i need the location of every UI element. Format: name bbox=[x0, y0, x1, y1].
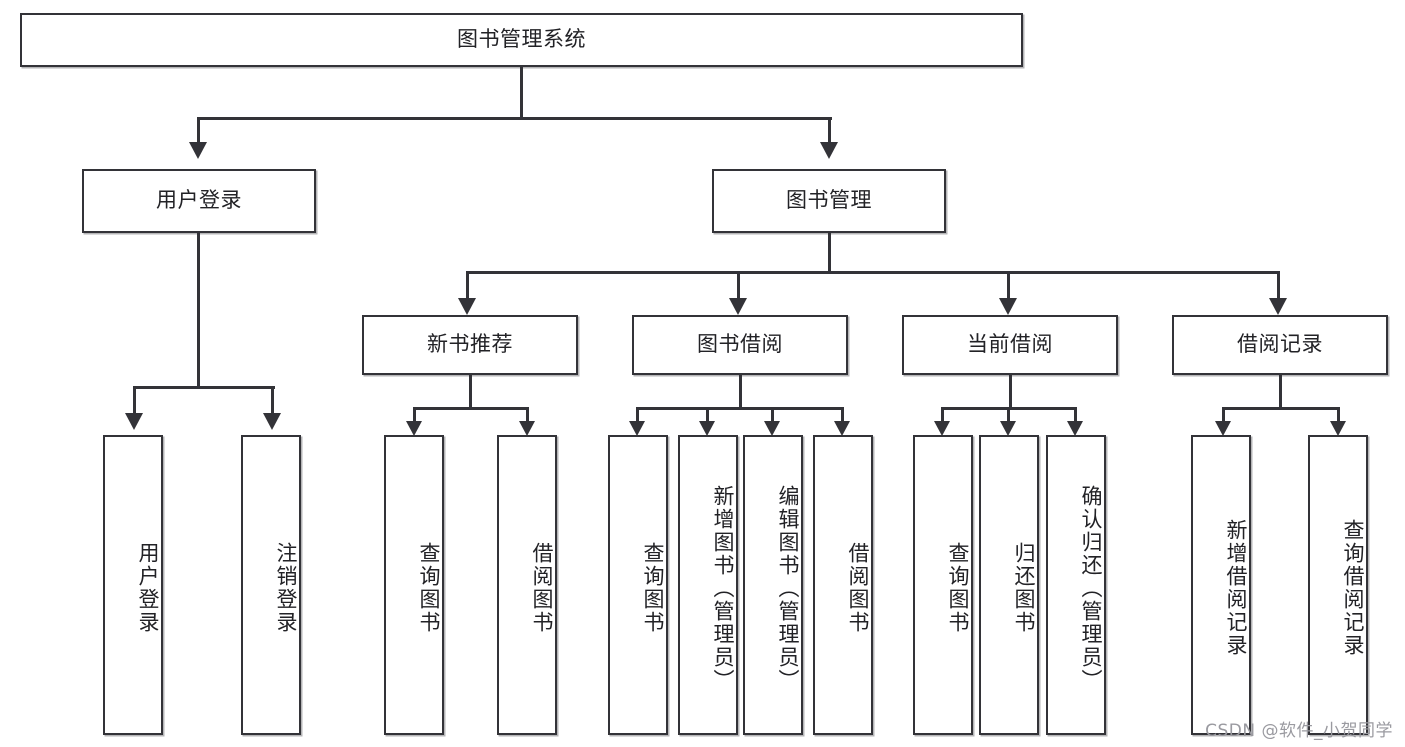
connector-root-bus bbox=[198, 117, 832, 120]
connector-new-book-bus bbox=[413, 407, 529, 410]
node-root-book-management-system[interactable]: 图书管理系统 bbox=[20, 13, 1023, 67]
node-book-management[interactable]: 图书管理 bbox=[712, 169, 946, 233]
node-label: 查询图书 bbox=[641, 542, 665, 634]
node-new-book-recommend[interactable]: 新书推荐 bbox=[362, 315, 578, 375]
connector-bm-branch-1 bbox=[466, 271, 469, 300]
connector-bm-branch-4 bbox=[1277, 271, 1280, 300]
arrow-root-to-user-login bbox=[189, 142, 207, 159]
leaf-logout[interactable]: 注销登录 bbox=[241, 435, 301, 735]
node-label: 查询借阅记录 bbox=[1341, 519, 1365, 657]
connector-user-login-stem bbox=[197, 233, 200, 388]
arrow-to-leaf-cb-confirm-return bbox=[1067, 421, 1083, 436]
connector-borrow-record-stem bbox=[1279, 375, 1282, 409]
connector-user-login-branch-2 bbox=[271, 386, 274, 415]
node-user-login[interactable]: 用户登录 bbox=[82, 169, 316, 233]
connector-book-borrow-bus bbox=[636, 407, 844, 410]
arrow-to-leaf-user-login bbox=[125, 413, 143, 430]
node-label: 查询图书 bbox=[417, 542, 441, 634]
leaf-cb-query-book[interactable]: 查询图书 bbox=[913, 435, 973, 735]
node-borrow-record[interactable]: 借阅记录 bbox=[1172, 315, 1388, 375]
node-current-borrow[interactable]: 当前借阅 bbox=[902, 315, 1118, 375]
connector-root-to-user-login bbox=[197, 117, 200, 144]
arrow-to-leaf-bb-add-book bbox=[699, 421, 715, 436]
arrow-to-leaf-br-add-record bbox=[1215, 421, 1231, 436]
connector-bb-branch-3 bbox=[771, 407, 774, 423]
leaf-nb-borrow-book[interactable]: 借阅图书 bbox=[497, 435, 557, 735]
connector-cb-branch-1 bbox=[941, 407, 944, 423]
leaf-br-query-record[interactable]: 查询借阅记录 bbox=[1308, 435, 1368, 735]
arrow-to-book-borrow bbox=[729, 298, 747, 315]
connector-user-login-bus bbox=[133, 386, 275, 389]
node-label: 编辑图书（管理员） bbox=[776, 484, 800, 692]
connector-bm-branch-3 bbox=[1007, 271, 1010, 300]
node-label: 查询图书 bbox=[946, 542, 970, 634]
leaf-bb-query-book[interactable]: 查询图书 bbox=[608, 435, 668, 735]
arrow-to-leaf-bb-query-book bbox=[629, 421, 645, 436]
node-label: 用户登录 bbox=[136, 542, 160, 634]
node-label: 图书借阅 bbox=[697, 332, 783, 357]
arrow-to-leaf-nb-borrow-book bbox=[519, 421, 535, 436]
connector-root-to-book-management bbox=[828, 117, 831, 144]
node-label: 借阅记录 bbox=[1237, 332, 1323, 357]
node-label: 新增借阅记录 bbox=[1224, 519, 1248, 657]
connector-bm-branch-2 bbox=[737, 271, 740, 300]
connector-book-borrow-stem bbox=[739, 375, 742, 409]
leaf-bb-add-book[interactable]: 新增图书（管理员） bbox=[678, 435, 738, 735]
arrow-root-to-book-management bbox=[820, 142, 838, 159]
node-book-borrow[interactable]: 图书借阅 bbox=[632, 315, 848, 375]
leaf-nb-query-book[interactable]: 查询图书 bbox=[384, 435, 444, 735]
leaf-bb-borrow-book[interactable]: 借阅图书 bbox=[813, 435, 873, 735]
arrow-to-leaf-cb-query-book bbox=[934, 421, 950, 436]
node-label: 用户登录 bbox=[156, 188, 242, 213]
node-label: 新增图书（管理员） bbox=[711, 484, 735, 692]
connector-new-book-branch-2 bbox=[526, 407, 529, 423]
node-label: 注销登录 bbox=[274, 542, 298, 634]
arrow-to-new-book-recommend bbox=[458, 298, 476, 315]
connector-new-book-stem bbox=[469, 375, 472, 409]
node-label: 图书管理系统 bbox=[457, 27, 586, 52]
leaf-bb-edit-book[interactable]: 编辑图书（管理员） bbox=[743, 435, 803, 735]
arrow-to-leaf-cb-return-book bbox=[1000, 421, 1016, 436]
arrow-to-leaf-bb-edit-book bbox=[764, 421, 780, 436]
connector-br-branch-2 bbox=[1337, 407, 1340, 423]
connector-book-management-bus bbox=[466, 271, 1280, 274]
connector-bb-branch-1 bbox=[636, 407, 639, 423]
arrow-to-leaf-br-query-record bbox=[1330, 421, 1346, 436]
arrow-to-borrow-record bbox=[1269, 298, 1287, 315]
connector-book-management-stem bbox=[828, 233, 831, 273]
arrow-to-leaf-nb-query-book bbox=[406, 421, 422, 436]
connector-new-book-branch-1 bbox=[413, 407, 416, 423]
connector-bb-branch-4 bbox=[841, 407, 844, 423]
node-label: 借阅图书 bbox=[530, 542, 554, 634]
connector-br-branch-1 bbox=[1222, 407, 1225, 423]
leaf-br-add-record[interactable]: 新增借阅记录 bbox=[1191, 435, 1251, 735]
node-label: 归还图书 bbox=[1012, 542, 1036, 634]
connector-user-login-branch-1 bbox=[133, 386, 136, 415]
connector-bb-branch-2 bbox=[706, 407, 709, 423]
node-label: 图书管理 bbox=[786, 188, 872, 213]
leaf-cb-confirm-return[interactable]: 确认归还（管理员） bbox=[1046, 435, 1106, 735]
connector-current-borrow-stem bbox=[1009, 375, 1012, 409]
connector-borrow-record-bus bbox=[1222, 407, 1340, 410]
connector-root-stem bbox=[520, 67, 523, 119]
arrow-to-leaf-bb-borrow-book bbox=[834, 421, 850, 436]
node-label: 新书推荐 bbox=[427, 332, 513, 357]
connector-cb-branch-3 bbox=[1074, 407, 1077, 423]
connector-cb-branch-2 bbox=[1007, 407, 1010, 423]
node-label: 借阅图书 bbox=[846, 542, 870, 634]
watermark-text: CSDN @软件_小贺同学 bbox=[1205, 721, 1393, 741]
leaf-user-login[interactable]: 用户登录 bbox=[103, 435, 163, 735]
node-label: 确认归还（管理员） bbox=[1079, 484, 1103, 692]
arrow-to-leaf-logout bbox=[263, 413, 281, 430]
arrow-to-current-borrow bbox=[999, 298, 1017, 315]
leaf-cb-return-book[interactable]: 归还图书 bbox=[979, 435, 1039, 735]
node-label: 当前借阅 bbox=[967, 332, 1053, 357]
